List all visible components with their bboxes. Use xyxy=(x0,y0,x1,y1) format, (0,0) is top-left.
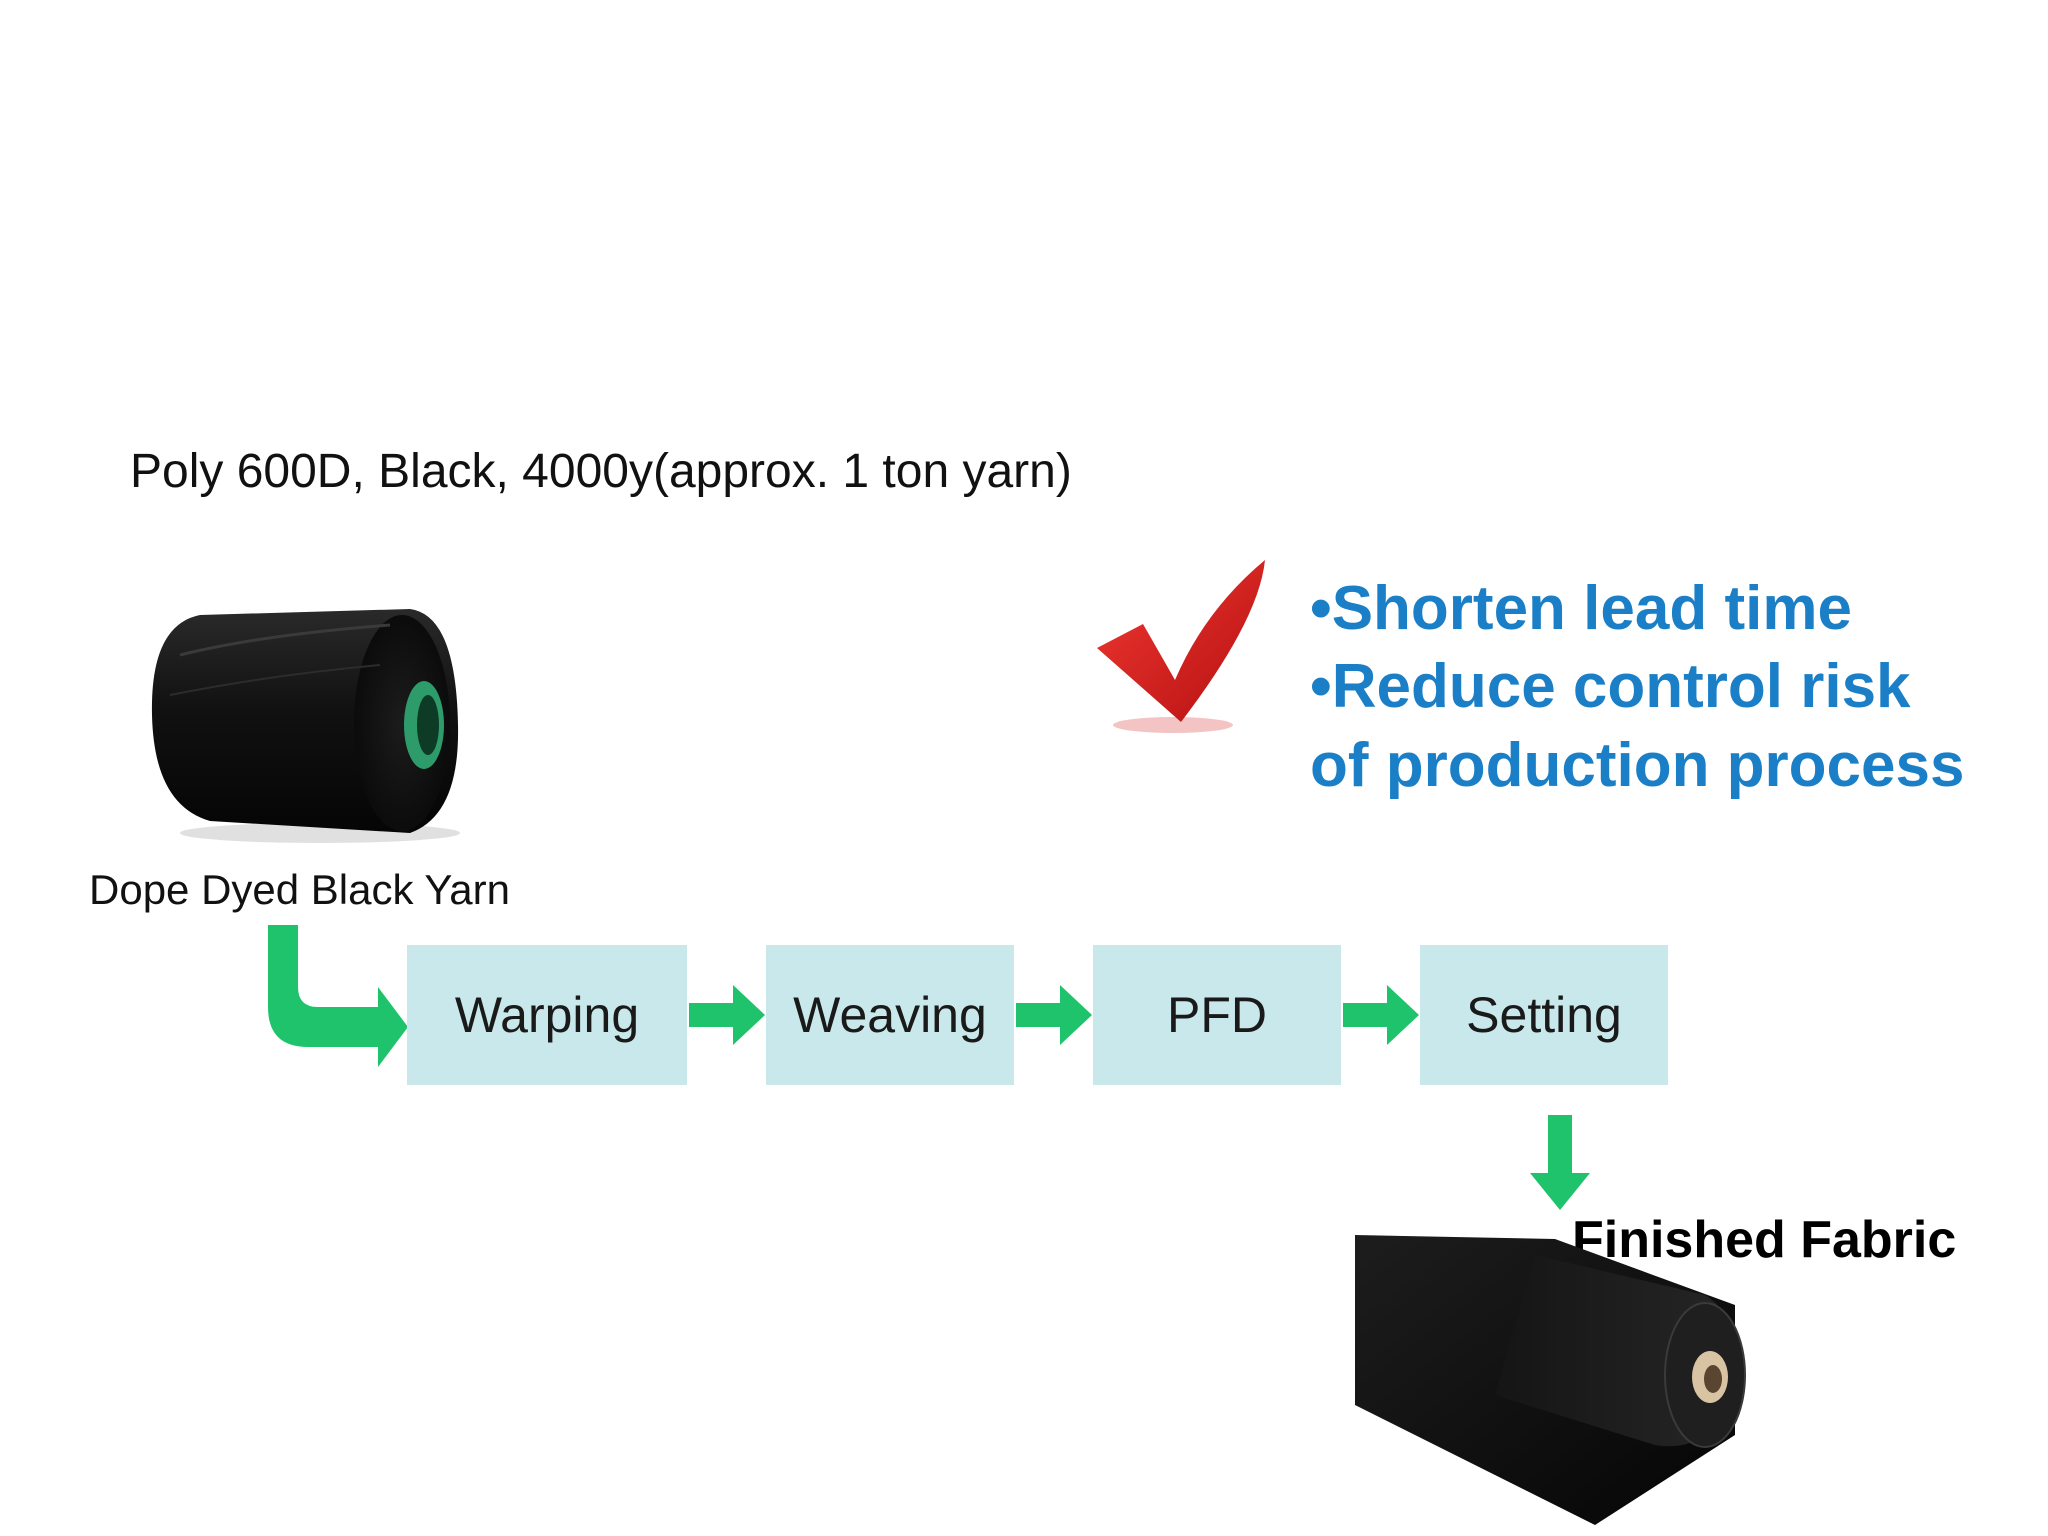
benefit-reduce-control-risk: •Reduce control risk xyxy=(1310,652,1911,721)
red-checkmark-icon xyxy=(1097,560,1265,733)
fabric-roll-image xyxy=(1355,1235,1746,1525)
yarn-cone-image xyxy=(151,609,460,843)
right-arrow-icon xyxy=(1016,985,1092,1045)
step-weaving: Weaving xyxy=(766,945,1014,1085)
finished-fabric-label: Finished Fabric xyxy=(1572,1211,1957,1269)
bent-arrow-icon xyxy=(268,925,408,1067)
step-setting: Setting xyxy=(1420,945,1668,1085)
right-arrow-icon xyxy=(1343,985,1419,1045)
right-arrow-icon xyxy=(689,985,765,1045)
down-arrow-icon xyxy=(1530,1115,1590,1210)
yarn-label: Dope Dyed Black Yarn xyxy=(89,866,511,913)
benefit-production-process: of production process xyxy=(1310,731,1965,800)
benefit-shorten-lead-time: •Shorten lead time xyxy=(1310,574,1852,643)
step-pfd: PFD xyxy=(1093,945,1341,1085)
yarn-spec-text: Poly 600D, Black, 4000y(approx. 1 ton ya… xyxy=(130,445,1072,498)
step-warping: Warping xyxy=(407,945,687,1085)
